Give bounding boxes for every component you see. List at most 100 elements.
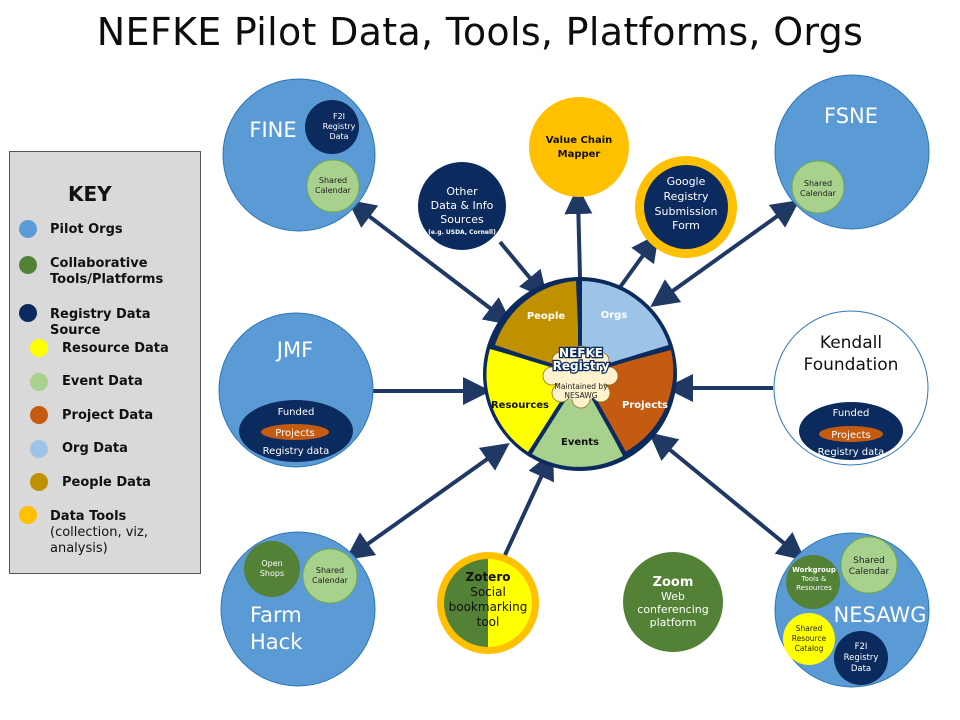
key-label-collab-line1: Collaborative <box>50 256 148 271</box>
fine-f2i-line2: Registry <box>323 122 356 131</box>
arrow-value-chain <box>564 186 593 278</box>
zotero-line1: Zotero <box>466 570 511 584</box>
arrow-other-sources <box>498 240 548 300</box>
nesawg-f2i-data <box>834 631 888 685</box>
arrow-zotero <box>503 451 554 556</box>
zoom-line3: conferencing <box>637 603 708 616</box>
key-label-data-tools-line1: Data Tools <box>50 509 127 524</box>
segment-label-resources: Resources <box>491 400 549 411</box>
farmhack-label-line1: Farm <box>250 603 302 627</box>
key-label-collab-tools: Collaborative Tools/Platforms <box>50 256 163 288</box>
key-label-pilot-orgs: Pilot Orgs <box>50 222 123 237</box>
nefke-registry-hub: People Orgs Projects Events Resources NE… <box>483 277 677 471</box>
fine-f2i-data <box>305 100 359 154</box>
key-dot-collab-tools <box>19 256 37 274</box>
other-sources-line3: Sources <box>440 213 484 226</box>
key-label-org-data: Org Data <box>62 441 128 456</box>
fsne-calendar-line1: Shared <box>804 179 832 188</box>
nesawg-label: NESAWG <box>834 603 927 627</box>
fsne-calendar-line2: Calendar <box>800 189 837 198</box>
hub-maintained-line2: NESAWG <box>564 391 597 400</box>
zotero-node: Zotero Social bookmarking tool <box>437 552 539 654</box>
arrow-fsne <box>650 200 800 307</box>
nesawg-catalog-line3: Catalog <box>795 644 824 653</box>
fsne-shared-calendar <box>791 160 845 214</box>
arrow-nesawg <box>648 432 806 561</box>
farmhack-calendar-line2: Calendar <box>312 576 349 585</box>
fine-org: FINE F2I Registry Data Shared Calendar <box>222 78 376 232</box>
nesawg-catalog-line1: Shared <box>796 624 823 633</box>
key-label-resource-data: Resource Data <box>62 341 169 356</box>
farmhack-org: Open Shops Shared Calendar Farm Hack <box>220 531 376 687</box>
fine-calendar-line1: Shared <box>319 176 347 185</box>
nesawg-workgroup-line1: Workgroup <box>792 566 836 574</box>
jmf-projects-pill <box>261 424 329 440</box>
key-dot-event-data <box>30 373 48 391</box>
key-label-project-data: Project Data <box>62 408 154 423</box>
arrow-google-form <box>616 233 660 292</box>
farmhack-shared-calendar <box>302 548 358 604</box>
key-dot-people-data <box>30 473 48 491</box>
nesawg-catalog-line2: Resource <box>792 634 827 643</box>
google-form-line3: Submission <box>655 205 718 218</box>
jmf-org: JMF Funded Projects Registry data <box>218 312 374 468</box>
segment-orgs <box>580 280 669 374</box>
kendall-projects-label: Projects <box>831 430 870 441</box>
page-title: NEFKE Pilot Data, Tools, Platforms, Orgs <box>96 10 864 54</box>
kendall-label-line2: Foundation <box>804 355 899 375</box>
nesawg-f2i-line3: Data <box>851 664 871 674</box>
key-label-people-data: People Data <box>62 475 151 490</box>
farmhack-label-line2: Hack <box>250 630 303 654</box>
zotero-line2: Social <box>470 585 506 599</box>
hub-title-line1: NEFKE <box>559 346 603 360</box>
fine-f2i-line1: F2I <box>333 112 345 121</box>
farmhack-open-shops <box>244 541 300 597</box>
jmf-projects-label: Projects <box>275 428 314 439</box>
kendall-org: Kendall Foundation Funded Projects Regis… <box>773 310 929 466</box>
google-form-line2: Registry <box>663 190 709 203</box>
nesawg-workgroup-line2: Tools & <box>801 575 827 583</box>
other-sources-line1: Other <box>446 185 478 198</box>
zoom-node: Zoom Web conferencing platform <box>623 552 723 652</box>
kendall-registry-label: Registry data <box>818 447 885 458</box>
segment-label-people: People <box>527 311 566 322</box>
fine-shared-calendar <box>306 159 360 213</box>
key-label-registry-source: Registry Data Source <box>50 307 151 338</box>
kendall-funded-label: Funded <box>833 408 870 419</box>
segment-label-events: Events <box>561 437 599 448</box>
key-legend: KEY Pilot Orgs Collaborative Tools/Platf… <box>9 151 201 574</box>
farmhack-calendar-line1: Shared <box>316 566 344 575</box>
key-dot-project-data <box>30 406 48 424</box>
zotero-line4: tool <box>477 615 500 629</box>
segment-people <box>495 281 580 374</box>
key-label-data-tools-line3: analysis) <box>50 541 108 556</box>
key-label-data-tools: Data Tools (collection, viz, analysis) <box>50 509 148 557</box>
google-form-node: Google Registry Submission Form <box>635 156 737 258</box>
jmf-registry-label: Registry data <box>263 446 330 457</box>
key-dot-resource-data <box>30 339 48 357</box>
key-dot-data-tools <box>19 506 37 524</box>
fine-calendar-line2: Calendar <box>315 186 352 195</box>
zoom-line1: Zoom <box>653 575 694 590</box>
nesawg-shared-calendar <box>840 536 898 594</box>
zoom-line2: Web <box>661 590 685 603</box>
other-sources-node: Other Data & Info Sources (e.g. USDA, Co… <box>418 162 506 250</box>
key-dot-org-data <box>30 440 48 458</box>
other-sources-note: (e.g. USDA, Cornell) <box>428 229 496 236</box>
fine-label: FINE <box>249 118 296 142</box>
key-label-collab-line2: Tools/Platforms <box>50 272 164 287</box>
hub-maintained-line1: Maintained by <box>554 382 608 391</box>
hub-title-line2: Registry <box>553 359 610 373</box>
kendall-label-line1: Kendall <box>820 333 882 353</box>
value-chain-line2: Mapper <box>558 149 601 160</box>
segment-label-projects: Projects <box>622 400 668 411</box>
zotero-line3: bookmarking <box>449 600 528 614</box>
nesawg-f2i-line2: Registry <box>844 653 879 663</box>
nesawg-workgroup-tools <box>786 555 840 609</box>
arrow-farmhack <box>345 443 510 560</box>
jmf-funded-label: Funded <box>278 407 315 418</box>
jmf-label: JMF <box>275 338 313 362</box>
value-chain-line1: Value Chain <box>546 135 613 146</box>
google-form-line4: Form <box>672 219 700 232</box>
nesawg-org: Shared Calendar Workgroup Tools & Resour… <box>774 532 930 688</box>
